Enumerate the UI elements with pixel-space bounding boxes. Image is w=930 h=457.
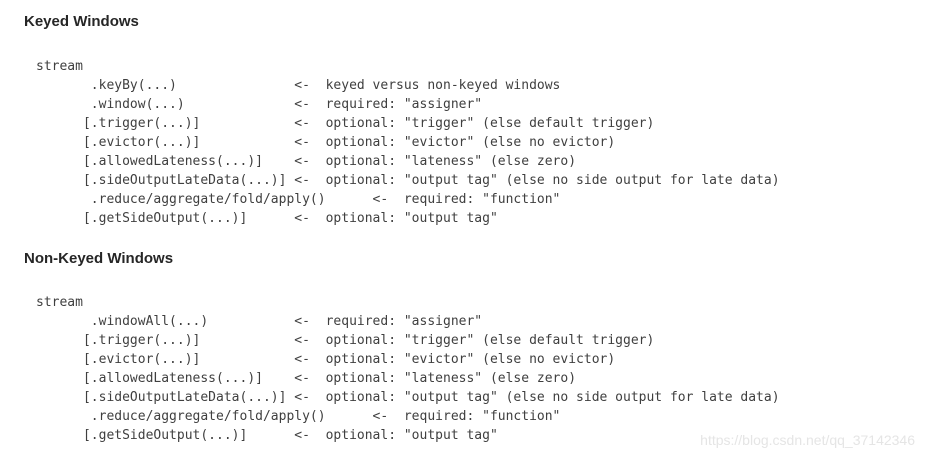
non-keyed-windows-heading: Non-Keyed Windows bbox=[24, 250, 174, 267]
keyed-windows-code-block: stream .keyBy(...) <- keyed versus non-k… bbox=[24, 57, 930, 228]
non-keyed-windows-code-block: stream .windowAll(...) <- required: "ass… bbox=[24, 293, 930, 445]
document-body: Keyed Windows stream .keyBy(...) <- keye… bbox=[24, 13, 930, 445]
keyed-windows-heading: Keyed Windows bbox=[24, 13, 139, 30]
